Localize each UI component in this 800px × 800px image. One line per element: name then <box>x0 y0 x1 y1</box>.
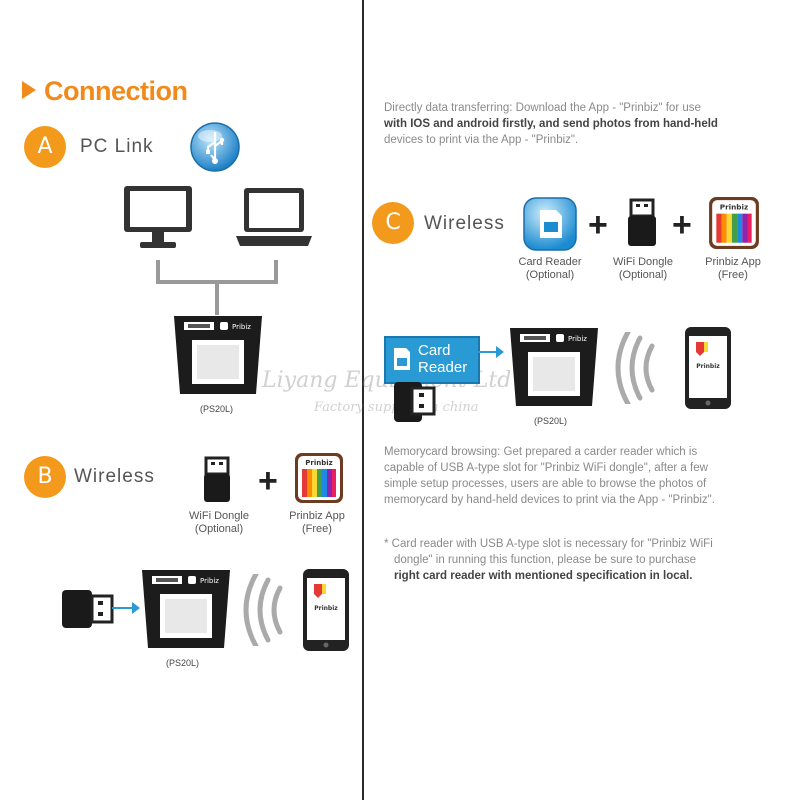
badge-b: B <box>24 456 66 498</box>
plus-sign-c2: + <box>672 206 692 244</box>
smartphone-b: Prinbiz <box>303 569 349 651</box>
svg-text:Pribiz: Pribiz <box>568 335 587 343</box>
wifi-dongle-caption-b: WiFi Dongle (Optional) <box>189 510 249 535</box>
svg-text:Pribiz: Pribiz <box>232 323 251 331</box>
arrow-right-icon <box>112 602 140 614</box>
svg-text:Prinbiz: Prinbiz <box>696 363 720 370</box>
model-label-b: (PS20L) <box>166 658 200 668</box>
printer-c: Pribiz <box>510 328 598 406</box>
wifi-dongle-inserted-icon <box>394 382 436 422</box>
prinbiz-app-icon-c: Prinbiz <box>709 197 759 249</box>
section-a-label: PC Link <box>80 136 154 157</box>
sd-card-icon <box>394 348 410 370</box>
section-b-label: Wireless <box>74 466 155 487</box>
triangle-icon <box>22 81 36 99</box>
monitor-icon <box>124 186 192 248</box>
laptop-icon <box>236 188 312 246</box>
section-c-label: Wireless <box>424 213 505 234</box>
printer-b: Pribiz <box>142 570 230 648</box>
intro-paragraph: Directly data transferring: Download the… <box>384 102 718 146</box>
prinbiz-app-icon: Prinbiz <box>295 453 343 503</box>
plus-sign-b: + <box>258 462 278 500</box>
memory-card-paragraph: Memorycard browsing: Get prepared a card… <box>384 446 715 506</box>
page-title: Connection <box>22 76 188 107</box>
arrow-to-printer-icon <box>472 346 504 358</box>
plus-sign-c1: + <box>588 206 608 244</box>
svg-text:Prinbiz: Prinbiz <box>305 459 332 467</box>
card-reader-box: Card Reader <box>384 336 480 384</box>
badge-a: A <box>24 126 66 168</box>
model-label-c: (PS20L) <box>534 416 568 426</box>
model-label-a: (PS20L) <box>200 404 234 414</box>
wireless-waves-icon-c <box>615 332 655 404</box>
wireless-waves-icon <box>243 574 283 646</box>
svg-text:Prinbiz: Prinbiz <box>314 605 338 612</box>
usb-globe-icon <box>190 122 240 172</box>
svg-text:Prinbiz: Prinbiz <box>720 203 748 212</box>
app-caption-b: Prinbiz App (Free) <box>289 510 345 535</box>
wifi-dongle-side-icon <box>62 590 114 628</box>
wifi-dongle-icon <box>204 456 230 502</box>
wifi-dongle-icon-c <box>628 198 656 246</box>
card-reader-caption: Card Reader (Optional) <box>518 256 582 281</box>
card-reader-icon <box>523 197 577 251</box>
center-divider <box>362 0 364 800</box>
pc-connection-lines <box>156 260 278 315</box>
card-reader-note: * Card reader with USB A-type slot is ne… <box>384 538 713 582</box>
printer-a: Pribiz <box>174 316 262 394</box>
badge-c: C <box>372 202 414 244</box>
wifi-dongle-caption-c: WiFi Dongle (Optional) <box>613 256 673 281</box>
svg-text:Pribiz: Pribiz <box>200 577 219 585</box>
smartphone-c: Prinbiz <box>685 327 731 409</box>
app-caption-c: Prinbiz App (Free) <box>705 256 761 281</box>
